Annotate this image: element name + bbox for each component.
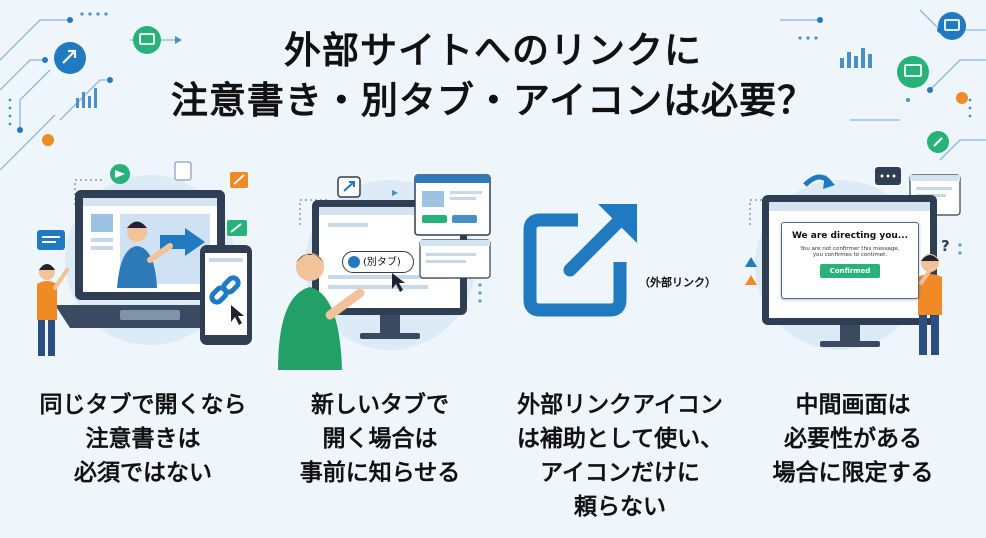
caption-line: 頼らない — [574, 494, 666, 520]
external-link-label: （外部リンク） — [639, 276, 716, 289]
interstitial-dialog: We are directing you... You are not conf… — [781, 222, 919, 299]
question-mark: ? — [941, 237, 950, 255]
caption-line: 新しいタブで — [311, 392, 449, 418]
arrow-right-icon — [160, 228, 205, 256]
caption-line: 開く場合は — [322, 426, 438, 452]
laptop-icon — [897, 56, 929, 88]
page-title: 外部サイトへのリンクに 注意書き・別タブ・アイコンは必要？ — [0, 26, 986, 126]
caption-new-tab: 新しいタブで 開く場合は 事前に知らせる — [265, 388, 495, 490]
confirmed-button[interactable]: Confirmed — [820, 264, 880, 278]
caption-line: 必須ではない — [74, 460, 212, 486]
caption-line: 同じタブで開くなら — [39, 392, 247, 418]
chat-bubble-icon — [37, 230, 65, 250]
caption-line: 場合に限定する — [772, 460, 934, 486]
caption-line: は補助として使い、 — [516, 426, 724, 452]
new-tab-link-pill[interactable]: (別タブ) — [342, 251, 414, 273]
person-green — [278, 287, 342, 370]
external-link-icon — [54, 42, 86, 74]
monitor-icon-right — [938, 12, 966, 40]
caption-line: 外部リンクアイコン — [517, 392, 723, 418]
caption-external-icon: 外部リンクアイコン は補助として使い、 アイコンだけに 頼らない — [505, 388, 735, 524]
title-line-2: 注意書き・別タブ・アイコンは必要？ — [170, 79, 816, 122]
caption-line: 必要性がある — [784, 426, 922, 452]
external-link-large-icon — [523, 204, 637, 317]
dialog-text-1: You are not confirmer this message, — [800, 246, 900, 252]
caption-interstitial: 中間画面は 必要性がある 場合に限定する — [738, 388, 968, 490]
illustration-laptop-phone — [37, 161, 252, 356]
dialog-heading: We are directing you... — [791, 231, 909, 241]
caption-line: 注意書きは — [85, 426, 201, 452]
link-chain-icon — [348, 256, 360, 268]
caption-line: 事前に知らせる — [299, 460, 461, 486]
link-chain-icon — [209, 275, 241, 305]
illustration-new-tab: (別タブ) — [270, 165, 500, 370]
tab-label: (別タブ) — [363, 257, 401, 268]
monitor-icon — [133, 26, 161, 54]
dialog-text-2: you confirmes to contimet. — [812, 252, 888, 258]
caption-line: アイコンだけに — [540, 460, 700, 486]
caption-line: 中間画面は — [795, 392, 911, 418]
caption-same-tab: 同じタブで開くなら 注意書きは 必須ではない — [28, 388, 258, 490]
title-line-1: 外部サイトへのリンクに — [284, 29, 702, 72]
illustration-interstitial: ? We are directing you... You are not co… — [735, 165, 975, 370]
